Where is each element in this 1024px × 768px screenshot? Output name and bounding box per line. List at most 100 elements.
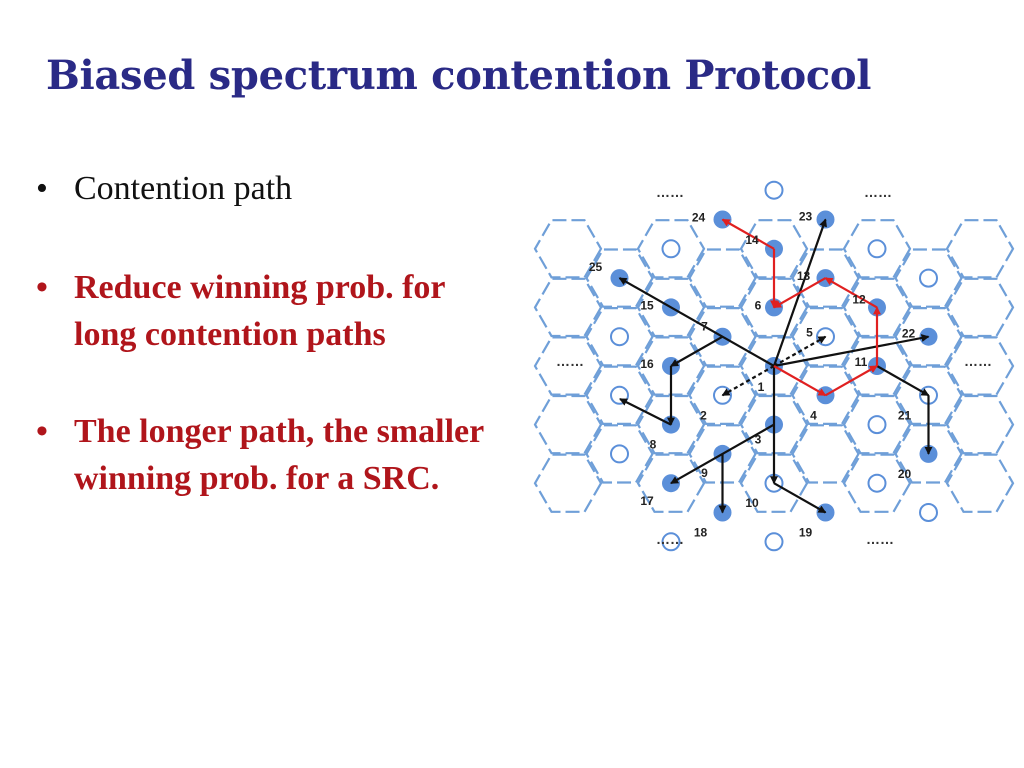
bullet-text: The longer path, the smaller winning pro… bbox=[74, 413, 484, 497]
node-label-18: 18 bbox=[694, 526, 708, 540]
hex-cell bbox=[842, 219, 912, 279]
node-label-2: 2 bbox=[700, 408, 707, 422]
slide-title: Biased spectrum contention Protocol bbox=[46, 52, 872, 99]
empty-cell-marker bbox=[610, 444, 629, 464]
node-label-8: 8 bbox=[650, 438, 657, 452]
node-label-21: 21 bbox=[898, 408, 912, 422]
contention-arrow bbox=[721, 365, 775, 397]
hex-cell bbox=[894, 248, 963, 308]
contention-arrow bbox=[618, 277, 775, 367]
ellipsis-label: …… bbox=[864, 184, 892, 200]
hex-cell bbox=[585, 365, 654, 425]
contention-arrow bbox=[619, 398, 672, 426]
bullet-list: • Contention path • Reduce winning prob. f… bbox=[30, 165, 500, 502]
hex-cell bbox=[791, 307, 860, 367]
bullet-dot: • bbox=[36, 170, 48, 207]
node-label-10: 10 bbox=[745, 496, 759, 510]
hex-cell bbox=[945, 219, 1015, 279]
empty-cell-marker bbox=[764, 532, 784, 552]
hex-cell bbox=[636, 394, 706, 455]
contention-arrow bbox=[773, 335, 827, 367]
hex-cell bbox=[945, 394, 1015, 455]
node-label-1: 1 bbox=[758, 380, 765, 394]
ellipsis-label: …… bbox=[866, 531, 894, 547]
hex-cell bbox=[842, 277, 912, 338]
empty-cell-marker bbox=[764, 180, 784, 200]
hex-cell bbox=[585, 307, 654, 367]
node-label-6: 6 bbox=[755, 298, 762, 312]
hex-cell bbox=[688, 307, 757, 367]
hex-cell bbox=[636, 219, 706, 279]
node-label-13: 13 bbox=[797, 269, 811, 283]
hex-cell bbox=[739, 336, 809, 396]
empty-cell-marker bbox=[610, 327, 629, 347]
node-label-12: 12 bbox=[852, 292, 866, 306]
hex-cell bbox=[533, 394, 603, 455]
node-label-9: 9 bbox=[701, 466, 708, 480]
hex-cell bbox=[533, 336, 603, 396]
node-label-4: 4 bbox=[810, 408, 817, 422]
arrow-layer bbox=[618, 218, 933, 514]
contention-arrow bbox=[876, 365, 930, 397]
hex-cell bbox=[585, 424, 654, 484]
hex-cell bbox=[688, 424, 757, 484]
hex-cell bbox=[739, 453, 809, 513]
hex-cell bbox=[636, 453, 706, 513]
hex-cell-grid bbox=[533, 219, 1015, 513]
bullet-reduce-winning-prob: • Reduce winning prob. for long contentio… bbox=[30, 264, 500, 358]
contention-arrow bbox=[773, 365, 827, 397]
hex-cell bbox=[636, 277, 706, 338]
hex-cell bbox=[739, 219, 809, 279]
ellipsis-label: …… bbox=[656, 531, 684, 547]
bullet-text: Reduce winning prob. for long contention… bbox=[74, 269, 445, 353]
node-label-23: 23 bbox=[799, 210, 813, 224]
node-label-17: 17 bbox=[640, 494, 654, 508]
node-label-19: 19 bbox=[799, 526, 813, 540]
hex-cell bbox=[688, 248, 757, 308]
empty-cell-marker bbox=[867, 473, 887, 493]
hex-cell bbox=[739, 277, 809, 338]
node-label-11: 11 bbox=[855, 355, 868, 369]
node-label-15: 15 bbox=[640, 298, 654, 312]
bullet-text: Contention path bbox=[74, 170, 293, 207]
contention-arrow bbox=[824, 277, 878, 309]
bullet-dot: • bbox=[36, 269, 48, 306]
hex-cell bbox=[945, 277, 1015, 338]
contention-arrow bbox=[773, 482, 827, 514]
contention-arrow bbox=[721, 218, 775, 250]
ellipsis-label: …… bbox=[964, 353, 992, 369]
empty-cell-marker bbox=[867, 415, 887, 435]
hex-cell bbox=[945, 336, 1015, 396]
empty-cell-marker bbox=[867, 239, 887, 259]
node-label-20: 20 bbox=[898, 467, 912, 481]
empty-cell-marker bbox=[661, 239, 681, 259]
contention-arrow bbox=[773, 334, 930, 368]
hex-cell bbox=[739, 394, 809, 455]
hex-cell bbox=[636, 336, 706, 396]
contention-arrow bbox=[670, 335, 724, 367]
bullet-dot: • bbox=[36, 413, 48, 450]
hex-cell bbox=[585, 248, 654, 308]
contention-arrow bbox=[773, 277, 827, 309]
empty-cell-marker bbox=[661, 532, 681, 552]
hex-cell bbox=[842, 336, 912, 396]
hex-cell bbox=[894, 307, 963, 367]
hex-cell bbox=[533, 277, 603, 338]
bullet-longer-path: • The longer path, the smaller winning pr… bbox=[30, 408, 500, 502]
hex-cell bbox=[791, 424, 860, 484]
node-label-22: 22 bbox=[902, 327, 916, 341]
contention-arrow bbox=[824, 365, 878, 397]
hex-cell bbox=[842, 453, 912, 513]
hex-cell bbox=[533, 219, 603, 279]
node-label-24: 24 bbox=[692, 211, 706, 225]
empty-cell-marker bbox=[919, 503, 938, 522]
empty-cell-marker bbox=[919, 268, 938, 288]
node-label-16: 16 bbox=[640, 357, 654, 371]
ellipsis-label: …… bbox=[556, 353, 584, 369]
node-label-25: 25 bbox=[589, 260, 603, 274]
hex-cell bbox=[791, 248, 860, 308]
hex-cell bbox=[533, 453, 603, 513]
node-label-5: 5 bbox=[806, 326, 813, 340]
